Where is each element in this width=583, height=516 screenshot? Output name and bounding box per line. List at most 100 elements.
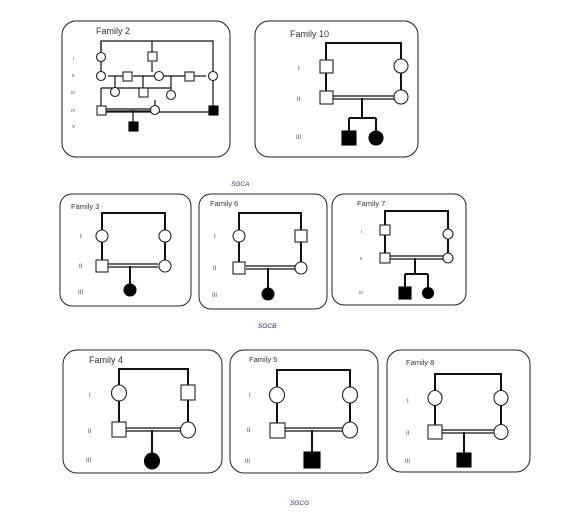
female-unaffected-symbol — [95, 70, 107, 82]
male-unaffected-symbol — [427, 424, 443, 440]
male-affected-symbol — [303, 451, 321, 469]
family-title: Family 5 — [249, 355, 277, 364]
male-affected-symbol — [208, 105, 219, 116]
generation-label: III — [245, 459, 250, 465]
family-title: Family 7 — [357, 199, 385, 208]
family-8-panel: Family 8 I II III — [386, 349, 531, 473]
family-title: Family 10 — [290, 29, 329, 39]
generation-label: II — [88, 429, 92, 435]
generation-label: II — [79, 264, 83, 270]
generation-label: III — [86, 458, 91, 464]
generation-label: II — [406, 431, 410, 437]
generation-label: V — [72, 124, 75, 129]
female-unaffected-symbol — [110, 384, 128, 402]
generation-label: I — [249, 393, 251, 399]
male-unaffected-symbol — [379, 252, 391, 264]
female-affected-symbol — [123, 283, 137, 297]
panel-frame — [62, 349, 223, 474]
family-title: Family 6 — [210, 199, 238, 208]
generation-label: I — [80, 234, 82, 240]
generation-label: III — [71, 90, 75, 95]
family-10-panel: Family 10 I II III — [254, 20, 419, 158]
female-unaffected-symbol — [153, 70, 165, 82]
female-affected-symbol — [421, 286, 435, 300]
generation-label: III — [405, 459, 410, 465]
family-4-panel: Family 4 I II III — [62, 349, 223, 474]
generation-label: III — [78, 290, 83, 296]
panel-frame — [59, 193, 192, 307]
female-affected-symbol — [261, 287, 275, 301]
pedigree-lines — [384, 210, 449, 288]
male-unaffected-symbol — [184, 71, 195, 82]
pedigree-lines — [325, 42, 402, 132]
family-title: Family 3 — [71, 202, 99, 211]
family-6-panel: Family 6 I II III — [198, 193, 328, 310]
male-unaffected-symbol — [379, 224, 391, 236]
female-unaffected-symbol — [341, 386, 359, 404]
pedigree-lines — [276, 369, 351, 452]
family-5-panel: Family 5 I II III — [229, 349, 379, 474]
female-unaffected-symbol — [165, 89, 177, 101]
female-unaffected-symbol — [493, 423, 509, 441]
generation-label: II — [247, 428, 251, 434]
female-unaffected-symbol — [393, 58, 409, 74]
female-unaffected-symbol — [442, 252, 454, 264]
male-unaffected-symbol — [138, 87, 149, 98]
generation-label: I — [298, 66, 300, 72]
family-3-panel: Family 3 I II III — [59, 193, 192, 307]
female-unaffected-symbol — [268, 386, 286, 404]
male-unaffected-symbol — [111, 421, 127, 438]
male-unaffected-symbol — [95, 259, 109, 273]
female-unaffected-symbol — [232, 229, 246, 243]
female-unaffected-symbol — [158, 259, 172, 273]
generation-label: II — [213, 266, 217, 272]
female-unaffected-symbol — [294, 261, 308, 275]
female-unaffected-symbol — [393, 89, 409, 105]
generation-label: II — [360, 256, 363, 261]
female-unaffected-symbol — [427, 389, 443, 407]
pedigree-lines — [118, 368, 189, 453]
male-unaffected-symbol — [96, 105, 107, 116]
male-unaffected-symbol — [269, 422, 286, 439]
male-affected-symbol — [128, 121, 139, 132]
generation-label: IV — [71, 108, 75, 113]
generation-label: III — [212, 293, 217, 299]
generation-label: II — [297, 97, 301, 103]
generation-label: III — [359, 290, 363, 295]
female-unaffected-symbol — [207, 70, 219, 82]
female-unaffected-symbol — [179, 421, 197, 439]
female-affected-symbol — [368, 130, 384, 146]
generation-label: I — [361, 229, 362, 234]
family-2-panel: Family 2 I II III IV V — [61, 20, 231, 158]
pedigree-lines — [434, 373, 502, 453]
pedigree-lines — [101, 212, 166, 284]
panel-frame — [386, 349, 531, 473]
female-unaffected-symbol — [95, 51, 107, 63]
male-affected-symbol — [341, 130, 357, 146]
gene-label-sgcb: SGCB — [258, 323, 277, 330]
female-unaffected-symbol — [109, 86, 121, 98]
gene-label-sgcg: SGCG — [290, 500, 309, 507]
family-title: Family 4 — [89, 355, 123, 365]
panel-frame — [254, 20, 419, 158]
panel-frame — [198, 193, 328, 310]
generation-label: I — [73, 56, 74, 61]
generation-label: I — [89, 393, 91, 399]
female-unaffected-symbol — [493, 389, 509, 407]
panel-frame — [331, 193, 467, 306]
female-unaffected-symbol — [158, 229, 172, 243]
family-7-panel: Family 7 I II III — [331, 193, 467, 306]
generation-label: III — [296, 135, 301, 141]
female-unaffected-symbol — [341, 421, 359, 439]
male-unaffected-symbol — [319, 90, 334, 105]
male-affected-symbol — [456, 452, 472, 468]
female-unaffected-symbol — [442, 228, 454, 240]
male-unaffected-symbol — [122, 71, 133, 82]
male-unaffected-symbol — [232, 261, 246, 275]
generation-label: I — [214, 234, 216, 240]
male-affected-symbol — [398, 286, 412, 300]
family-title: Family 8 — [406, 358, 434, 367]
panel-frame — [229, 349, 379, 474]
female-unaffected-symbol — [95, 229, 109, 243]
